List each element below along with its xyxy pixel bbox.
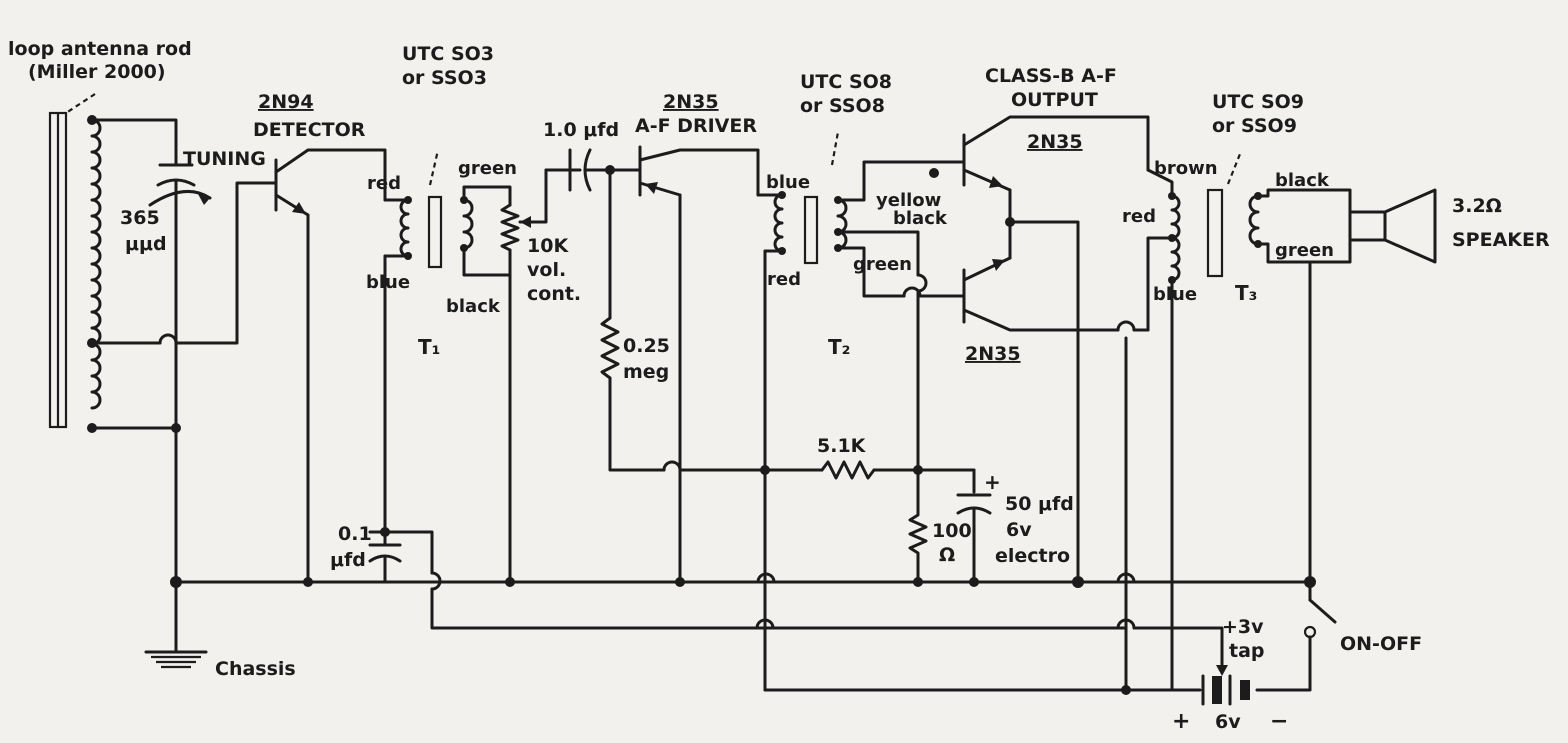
t2-black-label: black bbox=[893, 208, 948, 229]
t1-blue-label: blue bbox=[366, 272, 410, 293]
cap-1uf-label: 1.0 μfd bbox=[543, 119, 619, 141]
t3-brown-label: brown bbox=[1154, 158, 1218, 179]
antenna-label-2: (Miller 2000) bbox=[28, 61, 166, 83]
t3-red-label: red bbox=[1122, 206, 1156, 227]
t2-part-label-2: or SSO8 bbox=[800, 95, 885, 117]
vol-label-1: 10K bbox=[527, 235, 569, 257]
speaker-label-2: SPEAKER bbox=[1452, 229, 1550, 251]
out-label-2: OUTPUT bbox=[1011, 89, 1098, 111]
t3-part-label-2: or SSO9 bbox=[1212, 115, 1297, 137]
chassis-ground-symbol bbox=[144, 650, 208, 669]
t3-label: T₃ bbox=[1235, 281, 1257, 305]
cap50-label-2: 6v bbox=[1006, 519, 1032, 541]
bat-tap-label-1: +3v bbox=[1222, 616, 1264, 638]
r025-label-2: meg bbox=[623, 361, 669, 383]
cap01-label-1: 0.1 bbox=[338, 523, 372, 545]
resistor-5-1k bbox=[820, 460, 876, 480]
r51k-label: 5.1K bbox=[817, 435, 867, 457]
t1-red-label: red bbox=[367, 173, 401, 194]
speaker-icon bbox=[1348, 188, 1437, 264]
plus-marker: + bbox=[984, 470, 1001, 494]
cap50-label-3: electro bbox=[995, 545, 1070, 567]
out-type-top-label: 2N35 bbox=[1027, 131, 1083, 153]
cap50-label-1: 50 μfd bbox=[1005, 493, 1074, 515]
r100-label-2: Ω bbox=[939, 544, 955, 566]
t3-part-label-1: UTC SO9 bbox=[1212, 91, 1304, 113]
bias-resistor-025meg bbox=[600, 316, 620, 380]
battery-6v bbox=[1201, 626, 1250, 706]
on-off-switch bbox=[1308, 598, 1337, 624]
bat-6v-label: 6v bbox=[1215, 711, 1241, 733]
t2-green-label: green bbox=[853, 254, 912, 275]
transformer-t3 bbox=[1170, 153, 1260, 282]
t2-red-label: red bbox=[767, 269, 801, 290]
speaker-label-1: 3.2Ω bbox=[1452, 195, 1502, 217]
output-transistor-bottom bbox=[962, 256, 1136, 332]
tuning-label: TUNING bbox=[183, 148, 266, 170]
volume-control-potentiometer bbox=[500, 168, 582, 584]
r025-label-1: 0.25 bbox=[623, 335, 670, 357]
bat-minus-label: − bbox=[1270, 709, 1288, 734]
t2-part-label-1: UTC SO8 bbox=[800, 71, 892, 93]
cap01-label-2: μfd bbox=[330, 549, 366, 571]
t2-label: T₂ bbox=[828, 335, 850, 359]
driver-transistor bbox=[638, 145, 760, 584]
t2-blue-label: blue bbox=[766, 172, 810, 193]
chassis-label: Chassis bbox=[215, 658, 296, 680]
electrolytic-capacitor-50uf: + bbox=[956, 468, 1001, 584]
r100-label-1: 100 bbox=[932, 520, 972, 542]
tuning-capacitor bbox=[148, 163, 212, 584]
t1-label: T₁ bbox=[418, 335, 440, 359]
cap-365-label-1: 365 bbox=[120, 207, 160, 229]
out-type-bot-label: 2N35 bbox=[965, 343, 1021, 365]
t1-green-label: green bbox=[458, 158, 517, 179]
junction-dots bbox=[87, 115, 1316, 695]
t1-part-label-1: UTC SO3 bbox=[402, 43, 494, 65]
t3-blue-label: blue bbox=[1153, 284, 1197, 305]
t1-part-label-2: or SSO3 bbox=[402, 67, 487, 89]
output-transistor-top bbox=[962, 115, 1150, 192]
onoff-label: ON-OFF bbox=[1340, 633, 1422, 655]
t1-black-label: black bbox=[446, 296, 501, 317]
t2-yellow-label: yellow bbox=[876, 190, 941, 211]
resistor-100-ohm bbox=[908, 468, 928, 584]
drv-role-label: A-F DRIVER bbox=[635, 115, 757, 137]
bypass-capacitor-01uf bbox=[368, 530, 1127, 630]
drv-type-label: 2N35 bbox=[663, 91, 719, 113]
vol-label-3: cont. bbox=[527, 283, 581, 305]
vol-label-2: vol. bbox=[527, 259, 566, 281]
bat-plus-label: + bbox=[1172, 709, 1190, 734]
loop-antenna bbox=[48, 93, 102, 429]
coupling-capacitor-1uf bbox=[544, 148, 642, 192]
t3-green-label: green bbox=[1275, 240, 1334, 261]
out-label-1: CLASS-B A-F bbox=[985, 65, 1117, 87]
cap-365-label-2: μμd bbox=[125, 233, 167, 255]
transformer-t2 bbox=[756, 131, 848, 265]
detector-transistor bbox=[274, 148, 387, 584]
antenna-label-1: loop antenna rod bbox=[8, 38, 192, 60]
bat-tap-label-2: tap bbox=[1229, 640, 1265, 662]
t3-black-label: black bbox=[1275, 170, 1330, 191]
det-type-label: 2N94 bbox=[258, 91, 314, 113]
det-role-label: DETECTOR bbox=[253, 119, 366, 141]
